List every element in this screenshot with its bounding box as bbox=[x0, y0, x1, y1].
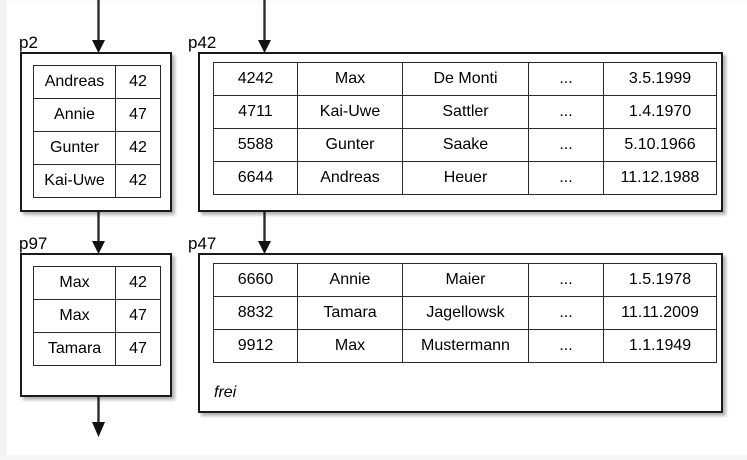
arrow-p42-to-p47 bbox=[256, 211, 273, 255]
cell-key: Andreas bbox=[33, 65, 116, 99]
table-row[interactable]: 4242 Max De Monti ... 3.5.1999 bbox=[213, 62, 717, 96]
cell-value: 47 bbox=[115, 98, 161, 132]
table-row[interactable]: 4711 Kai-Uwe Sattler ... 1.4.1970 bbox=[213, 95, 717, 129]
cell-date: 5.10.1966 bbox=[603, 128, 717, 162]
cell-value: 47 bbox=[115, 299, 161, 333]
cell-key: Gunter bbox=[33, 131, 116, 165]
table-row[interactable]: Max 47 bbox=[33, 299, 161, 333]
cell-value: 42 bbox=[115, 164, 161, 198]
cell-id: 9912 bbox=[213, 329, 298, 363]
cell-last: Heuer bbox=[402, 161, 529, 195]
cell-first: Max bbox=[297, 62, 403, 96]
cell-date: 11.11.2009 bbox=[603, 296, 717, 330]
page-table-p47[interactable]: 6660 Annie Maier ... 1.5.1978 8832 Tamar… bbox=[213, 263, 717, 363]
table-row[interactable]: Kai-Uwe 42 bbox=[33, 164, 161, 198]
page-left-edge bbox=[0, 0, 7, 460]
arrow-into-p2 bbox=[90, 0, 107, 54]
table-row[interactable]: Max 42 bbox=[33, 266, 161, 300]
cell-key: Max bbox=[33, 266, 116, 300]
cell-date: 1.4.1970 bbox=[603, 95, 717, 129]
page-label-p42: p42 bbox=[188, 33, 217, 52]
table-row[interactable]: 9912 Max Mustermann ... 1.1.1949 bbox=[213, 329, 717, 363]
cell-id: 4711 bbox=[213, 95, 298, 129]
arrow-into-p42 bbox=[256, 0, 273, 54]
cell-date: 1.1.1949 bbox=[603, 329, 717, 363]
cell-first: Kai-Uwe bbox=[297, 95, 403, 129]
cell-value: 42 bbox=[115, 131, 161, 165]
cell-more: ... bbox=[528, 296, 604, 330]
cell-first: Tamara bbox=[297, 296, 403, 330]
cell-value: 42 bbox=[115, 266, 161, 300]
page-table-p2[interactable]: Andreas 42 Annie 47 Gunter 42 Kai-Uwe 42 bbox=[33, 65, 161, 198]
table-row[interactable]: Annie 47 bbox=[33, 98, 161, 132]
cell-first: Andreas bbox=[297, 161, 403, 195]
cell-last: Sattler bbox=[402, 95, 529, 129]
cell-id: 5588 bbox=[213, 128, 298, 162]
cell-id: 6644 bbox=[213, 161, 298, 195]
cell-last: Jagellowsk bbox=[402, 296, 529, 330]
cell-key: Annie bbox=[33, 98, 116, 132]
page-bottom-edge bbox=[0, 455, 747, 460]
table-row[interactable]: Gunter 42 bbox=[33, 131, 161, 165]
cell-last: De Monti bbox=[402, 62, 529, 96]
cell-key: Kai-Uwe bbox=[33, 164, 116, 198]
cell-last: Maier bbox=[402, 263, 529, 297]
cell-value: 42 bbox=[115, 65, 161, 99]
cell-id: 6660 bbox=[213, 263, 298, 297]
cell-last: Saake bbox=[402, 128, 529, 162]
table-row[interactable]: 6660 Annie Maier ... 1.5.1978 bbox=[213, 263, 717, 297]
table-row[interactable]: 8832 Tamara Jagellowsk ... 11.11.2009 bbox=[213, 296, 717, 330]
page-top-edge bbox=[0, 0, 747, 4]
cell-value: 47 bbox=[115, 332, 161, 366]
arrow-p2-to-p97 bbox=[90, 211, 107, 255]
table-row[interactable]: Tamara 47 bbox=[33, 332, 161, 366]
cell-more: ... bbox=[528, 62, 604, 96]
cell-date: 3.5.1999 bbox=[603, 62, 717, 96]
page-table-p42[interactable]: 4242 Max De Monti ... 3.5.1999 4711 Kai-… bbox=[213, 62, 717, 195]
table-row[interactable]: Andreas 42 bbox=[33, 65, 161, 99]
cell-more: ... bbox=[528, 161, 604, 195]
cell-more: ... bbox=[528, 128, 604, 162]
cell-first: Gunter bbox=[297, 128, 403, 162]
arrow-out-of-p97 bbox=[90, 396, 107, 438]
cell-key: Max bbox=[33, 299, 116, 333]
cell-id: 4242 bbox=[213, 62, 298, 96]
cell-date: 11.12.1988 bbox=[603, 161, 717, 195]
page-label-p97: p97 bbox=[19, 234, 48, 253]
cell-key: Tamara bbox=[33, 332, 116, 366]
cell-id: 8832 bbox=[213, 296, 298, 330]
cell-more: ... bbox=[528, 329, 604, 363]
cell-first: Annie bbox=[297, 263, 403, 297]
table-row[interactable]: 5588 Gunter Saake ... 5.10.1966 bbox=[213, 128, 717, 162]
cell-first: Max bbox=[297, 329, 403, 363]
page-table-p97[interactable]: Max 42 Max 47 Tamara 47 bbox=[33, 266, 161, 366]
cell-more: ... bbox=[528, 263, 604, 297]
cell-more: ... bbox=[528, 95, 604, 129]
table-row[interactable]: 6644 Andreas Heuer ... 11.12.1988 bbox=[213, 161, 717, 195]
free-space-label-p47: frei bbox=[214, 384, 237, 401]
page-label-p2: p2 bbox=[19, 33, 38, 52]
cell-date: 1.5.1978 bbox=[603, 263, 717, 297]
page-label-p47: p47 bbox=[188, 234, 217, 253]
cell-last: Mustermann bbox=[402, 329, 529, 363]
